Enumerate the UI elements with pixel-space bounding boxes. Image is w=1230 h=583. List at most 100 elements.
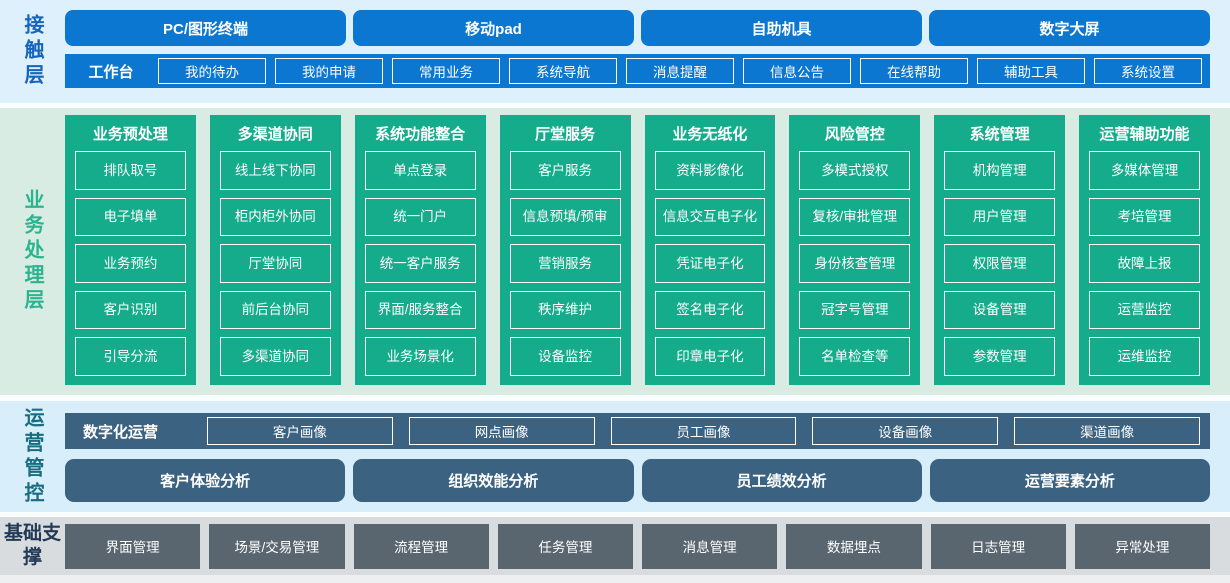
foundation-layer-label: 基础支撑 [3,523,61,568]
foundation-box: 任务管理 [497,523,633,569]
profile-box: 设备画像 [812,417,999,445]
business-function-box: 客户识别 [75,290,186,330]
business-function-box: 前后台协同 [219,290,331,330]
business-column-items: 线上线下协同 柜内柜外协同 厅堂协同 前后台协同 多渠道协同 [219,151,331,376]
business-function-box: 多渠道协同 [219,337,331,376]
business-column-items: 客户服务 信息预填/预审 营销服务 秩序维护 设备监控 [509,151,621,376]
business-column-title: 多渠道协同 [237,126,313,143]
profile-box: 客户画像 [207,417,393,445]
business-column-title: 业务无纸化 [672,126,748,143]
business-column-items: 单点登录 统一门户 统一客户服务 界面/服务整合 业务场景化 [364,151,476,376]
business-function-box: 业务预约 [75,244,186,283]
workbench-items: 我的待办 我的申请 常用业务 系统导航 消息提醒 信息公告 在线帮助 辅助工具 [158,58,1202,84]
business-function-box: 印章电子化 [654,337,766,376]
business-columns: 业务预处理 排队取号 电子填单 业务预约 客户识别 [65,115,1210,385]
business-function-box: 界面/服务整合 [364,290,476,330]
foundation-box: 界面管理 [65,523,201,569]
workbench-item: 消息提醒 [626,58,734,84]
channel-button: 自助机具 [641,10,922,46]
business-column-title: 运营辅助功能 [1099,126,1190,143]
business-function-box: 参数管理 [944,337,1056,376]
analysis-box: 运营要素分析 [929,459,1210,502]
workbench-item: 我的申请 [275,58,383,84]
business-function-box: 单点登录 [364,151,476,190]
business-function-box: 签名电子化 [654,290,766,330]
business-column: 厅堂服务 客户服务 信息预填/预审 营销服务 秩序维护 [499,115,631,385]
business-function-box: 信息预填/预审 [509,197,621,237]
business-function-box: 运营监控 [1089,290,1200,330]
business-function-box: 多模式授权 [799,151,911,190]
business-column: 业务无纸化 资料影像化 信息交互电子化 凭证电子化 签名电子化 [644,115,776,385]
business-column: 系统功能整合 单点登录 统一门户 统一客户服务 界面/服务整合 [354,115,486,385]
workbench-item: 系统设置 [1094,58,1202,84]
business-function-box: 设备管理 [944,290,1056,330]
business-column-title: 风险管控 [824,126,885,143]
business-column-items: 多媒体管理 考培管理 故障上报 运营监控 运维监控 [1089,151,1200,376]
workbench-item: 在线帮助 [860,58,968,84]
business-function-box: 复核/审批管理 [799,197,911,237]
channel-button: 数字大屏 [929,10,1210,46]
operations-layer-label: 运营管控 [21,406,43,507]
profile-box: 网点画像 [408,417,595,445]
business-function-box: 故障上报 [1089,244,1200,283]
contact-layer-label: 接触层 [21,14,43,89]
workbench-item: 辅助工具 [977,58,1085,84]
business-function-box: 凭证电子化 [654,244,766,283]
business-column-title: 业务预处理 [92,126,168,143]
business-column: 业务预处理 排队取号 电子填单 业务预约 客户识别 [65,115,196,385]
business-function-box: 用户管理 [944,197,1056,237]
business-function-box: 线上线下协同 [219,151,331,190]
business-function-box: 资料影像化 [654,151,766,190]
profile-box: 员工画像 [610,417,797,445]
business-function-box: 名单检查等 [799,337,911,376]
channel-button: 移动pad [353,10,634,46]
analysis-box: 组织效能分析 [353,459,634,502]
business-column: 多渠道协同 线上线下协同 柜内柜外协同 厅堂协同 前后台协同 [209,115,341,385]
business-column-title: 系统管理 [969,126,1030,143]
footer-strip [0,575,1230,583]
business-column-items: 排队取号 电子填单 业务预约 客户识别 引导分流 [75,151,186,376]
profile-box: 渠道画像 [1014,417,1200,445]
business-function-box: 冠字号管理 [799,290,911,330]
workbench-item: 我的待办 [158,58,266,84]
business-column: 系统管理 机构管理 用户管理 权限管理 设备管理 [934,115,1066,385]
channel-button: PC/图形终端 [65,10,346,46]
business-column-title: 系统功能整合 [375,126,466,143]
business-function-box: 权限管理 [944,244,1056,283]
business-function-box: 机构管理 [944,151,1056,190]
analysis-box: 员工绩效分析 [641,459,922,502]
workbench-item: 信息公告 [743,58,851,84]
business-column-items: 资料影像化 信息交互电子化 凭证电子化 签名电子化 印章电子化 [654,151,766,376]
business-function-box: 业务场景化 [364,337,476,376]
workbench-label: 工作台 [88,63,134,81]
foundation-layer: 基础支撑 界面管理 场景/交易管理 流程管理 任务管理 消息管理 数据埋点 日志… [0,517,1230,575]
business-column-items: 机构管理 用户管理 权限管理 设备管理 参数管理 [944,151,1056,376]
band-divider [0,512,1230,517]
business-column: 风险管控 多模式授权 复核/审批管理 身份核查管理 冠字号管理 [789,115,921,385]
contact-layer: 接触层 PC/图形终端 移动pad 自助机具 数字大屏 工作台 我的待办 [0,0,1230,103]
foundation-box: 数据埋点 [786,523,922,569]
digital-ops-label: 数字化运营 [83,423,159,441]
business-function-box: 多媒体管理 [1089,151,1200,190]
foundation-box: 异常处理 [1074,523,1210,569]
foundation-items: 界面管理 场景/交易管理 流程管理 任务管理 消息管理 数据埋点 日志管理 异常… [65,517,1210,575]
business-function-box: 电子填单 [75,197,186,237]
business-layer-label: 业务处理层 [21,189,43,314]
business-function-box: 排队取号 [75,151,186,190]
business-function-box: 运维监控 [1089,337,1200,376]
business-function-box: 引导分流 [75,337,186,376]
operations-layer: 运营管控 数字化运营 客户画像 网点画像 员工画像 设备画像 渠道画像 [0,401,1230,512]
digital-ops-items: 客户画像 网点画像 员工画像 设备画像 渠道画像 [207,417,1200,445]
business-column-title: 厅堂服务 [535,126,596,143]
business-column: 运营辅助功能 多媒体管理 考培管理 故障上报 运营监控 [1079,115,1210,385]
business-function-box: 厅堂协同 [219,244,331,283]
business-function-box: 设备监控 [509,337,621,376]
business-function-box: 考培管理 [1089,197,1200,237]
business-function-box: 客户服务 [509,151,621,190]
business-function-box: 秩序维护 [509,290,621,330]
foundation-box: 场景/交易管理 [209,523,345,569]
foundation-box: 消息管理 [642,523,778,569]
business-function-box: 信息交互电子化 [654,197,766,237]
band-divider [0,395,1230,401]
